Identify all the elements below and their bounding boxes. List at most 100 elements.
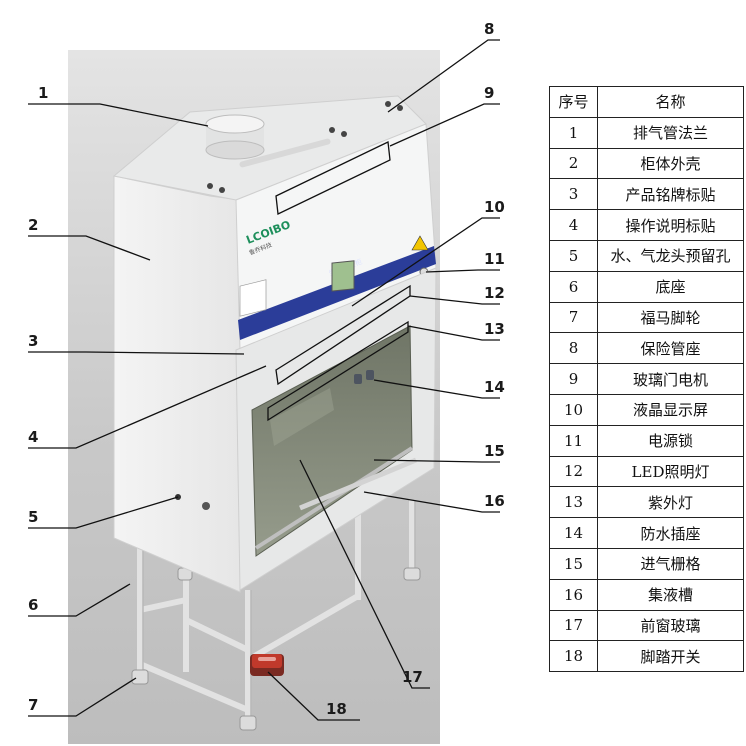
callout-number: 3 (28, 332, 38, 350)
row-name: 玻璃门电机 (597, 363, 744, 395)
callout-number: 13 (484, 320, 505, 338)
callout-number: 14 (484, 378, 505, 396)
callout-number: 1 (38, 84, 48, 102)
uv-lamp-outline (267, 320, 409, 422)
caster-wheel (131, 669, 149, 685)
callout-number: 4 (28, 428, 38, 446)
row-no: 17 (549, 609, 598, 642)
row-name: 紫外灯 (597, 486, 744, 519)
top-fittings (207, 101, 403, 193)
leader-3 (28, 351, 245, 355)
row-no: 13 (549, 486, 598, 519)
cabinet-top (112, 95, 427, 201)
row-no: 2 (549, 147, 598, 180)
row-no: 6 (549, 270, 598, 303)
exhaust-flange (205, 114, 265, 160)
row-name: 水、气龙头预留孔 (597, 239, 744, 272)
callout-numbers: 1 2 3 4 5 6 7 8 9 10 11 12 13 14 15 16 1… (28, 20, 505, 718)
row-name: 电源锁 (597, 424, 744, 457)
callout-number: 6 (28, 596, 38, 614)
top-handle (239, 138, 331, 168)
row-name: 前窗玻璃 (597, 609, 744, 642)
leader-6 (28, 583, 131, 617)
leader-7 (28, 677, 137, 717)
row-no: 9 (549, 363, 598, 395)
leader-10 (351, 217, 500, 307)
foot-pedal (250, 654, 284, 676)
callout-number: 5 (28, 508, 38, 526)
callout-number: 8 (484, 20, 494, 38)
leader-8 (387, 39, 500, 113)
leader-2 (28, 235, 151, 261)
leader-lines (28, 39, 500, 721)
callout-number: 9 (484, 84, 494, 102)
biohazard-warning-icon (411, 235, 429, 251)
row-no: 4 (549, 209, 598, 241)
row-no: 5 (549, 239, 598, 272)
row-no: 10 (549, 393, 598, 426)
waterproof-socket (354, 370, 374, 384)
leader-13 (407, 325, 500, 341)
row-name: LED照明灯 (597, 455, 744, 488)
row-name: 进气栅格 (597, 547, 744, 580)
row-no: 11 (549, 424, 598, 457)
callout-number: 17 (402, 668, 423, 686)
leader-1 (28, 103, 209, 127)
row-name: 保险管座 (597, 332, 744, 365)
caster-wheel (403, 567, 421, 581)
table-header-row: 序号 名称 (549, 86, 744, 118)
leader-18 (267, 671, 360, 721)
row-no: 7 (549, 301, 598, 334)
leader-12 (409, 295, 500, 305)
leader-4 (28, 365, 267, 449)
accent-band (238, 246, 436, 340)
row-name: 操作说明标贴 (597, 209, 744, 241)
row-name: 柜体外壳 (597, 147, 744, 180)
cabinet-side-panel (113, 175, 241, 593)
leader-5 (28, 496, 179, 529)
callout-number: 12 (484, 284, 505, 302)
leader-9 (389, 103, 500, 147)
door-motor-outline (275, 141, 391, 215)
row-no: 12 (549, 455, 598, 488)
callout-number: 10 (484, 198, 505, 216)
row-name: 福马脚轮 (597, 301, 744, 334)
row-name: 液晶显示屏 (597, 393, 744, 426)
row-no: 1 (549, 116, 598, 149)
callout-number: 11 (484, 250, 505, 268)
row-name: 产品铭牌标贴 (597, 178, 744, 211)
row-name: 集液槽 (597, 578, 744, 611)
lcd-display (331, 260, 355, 292)
callout-number: 16 (484, 492, 505, 510)
leader-11 (425, 269, 500, 273)
row-no: 14 (549, 517, 598, 549)
row-name: 脚踏开关 (597, 640, 744, 673)
side-port (202, 502, 210, 510)
row-name: 底座 (597, 270, 744, 303)
caster-wheel (239, 715, 257, 731)
row-no: 8 (549, 332, 598, 365)
row-no: 18 (549, 640, 598, 673)
callout-number: 15 (484, 442, 505, 460)
glass-reflection (270, 388, 334, 446)
leader-17 (299, 459, 430, 689)
operation-label (239, 279, 267, 317)
row-no: 15 (549, 547, 598, 580)
row-name: 防水插座 (597, 517, 744, 549)
